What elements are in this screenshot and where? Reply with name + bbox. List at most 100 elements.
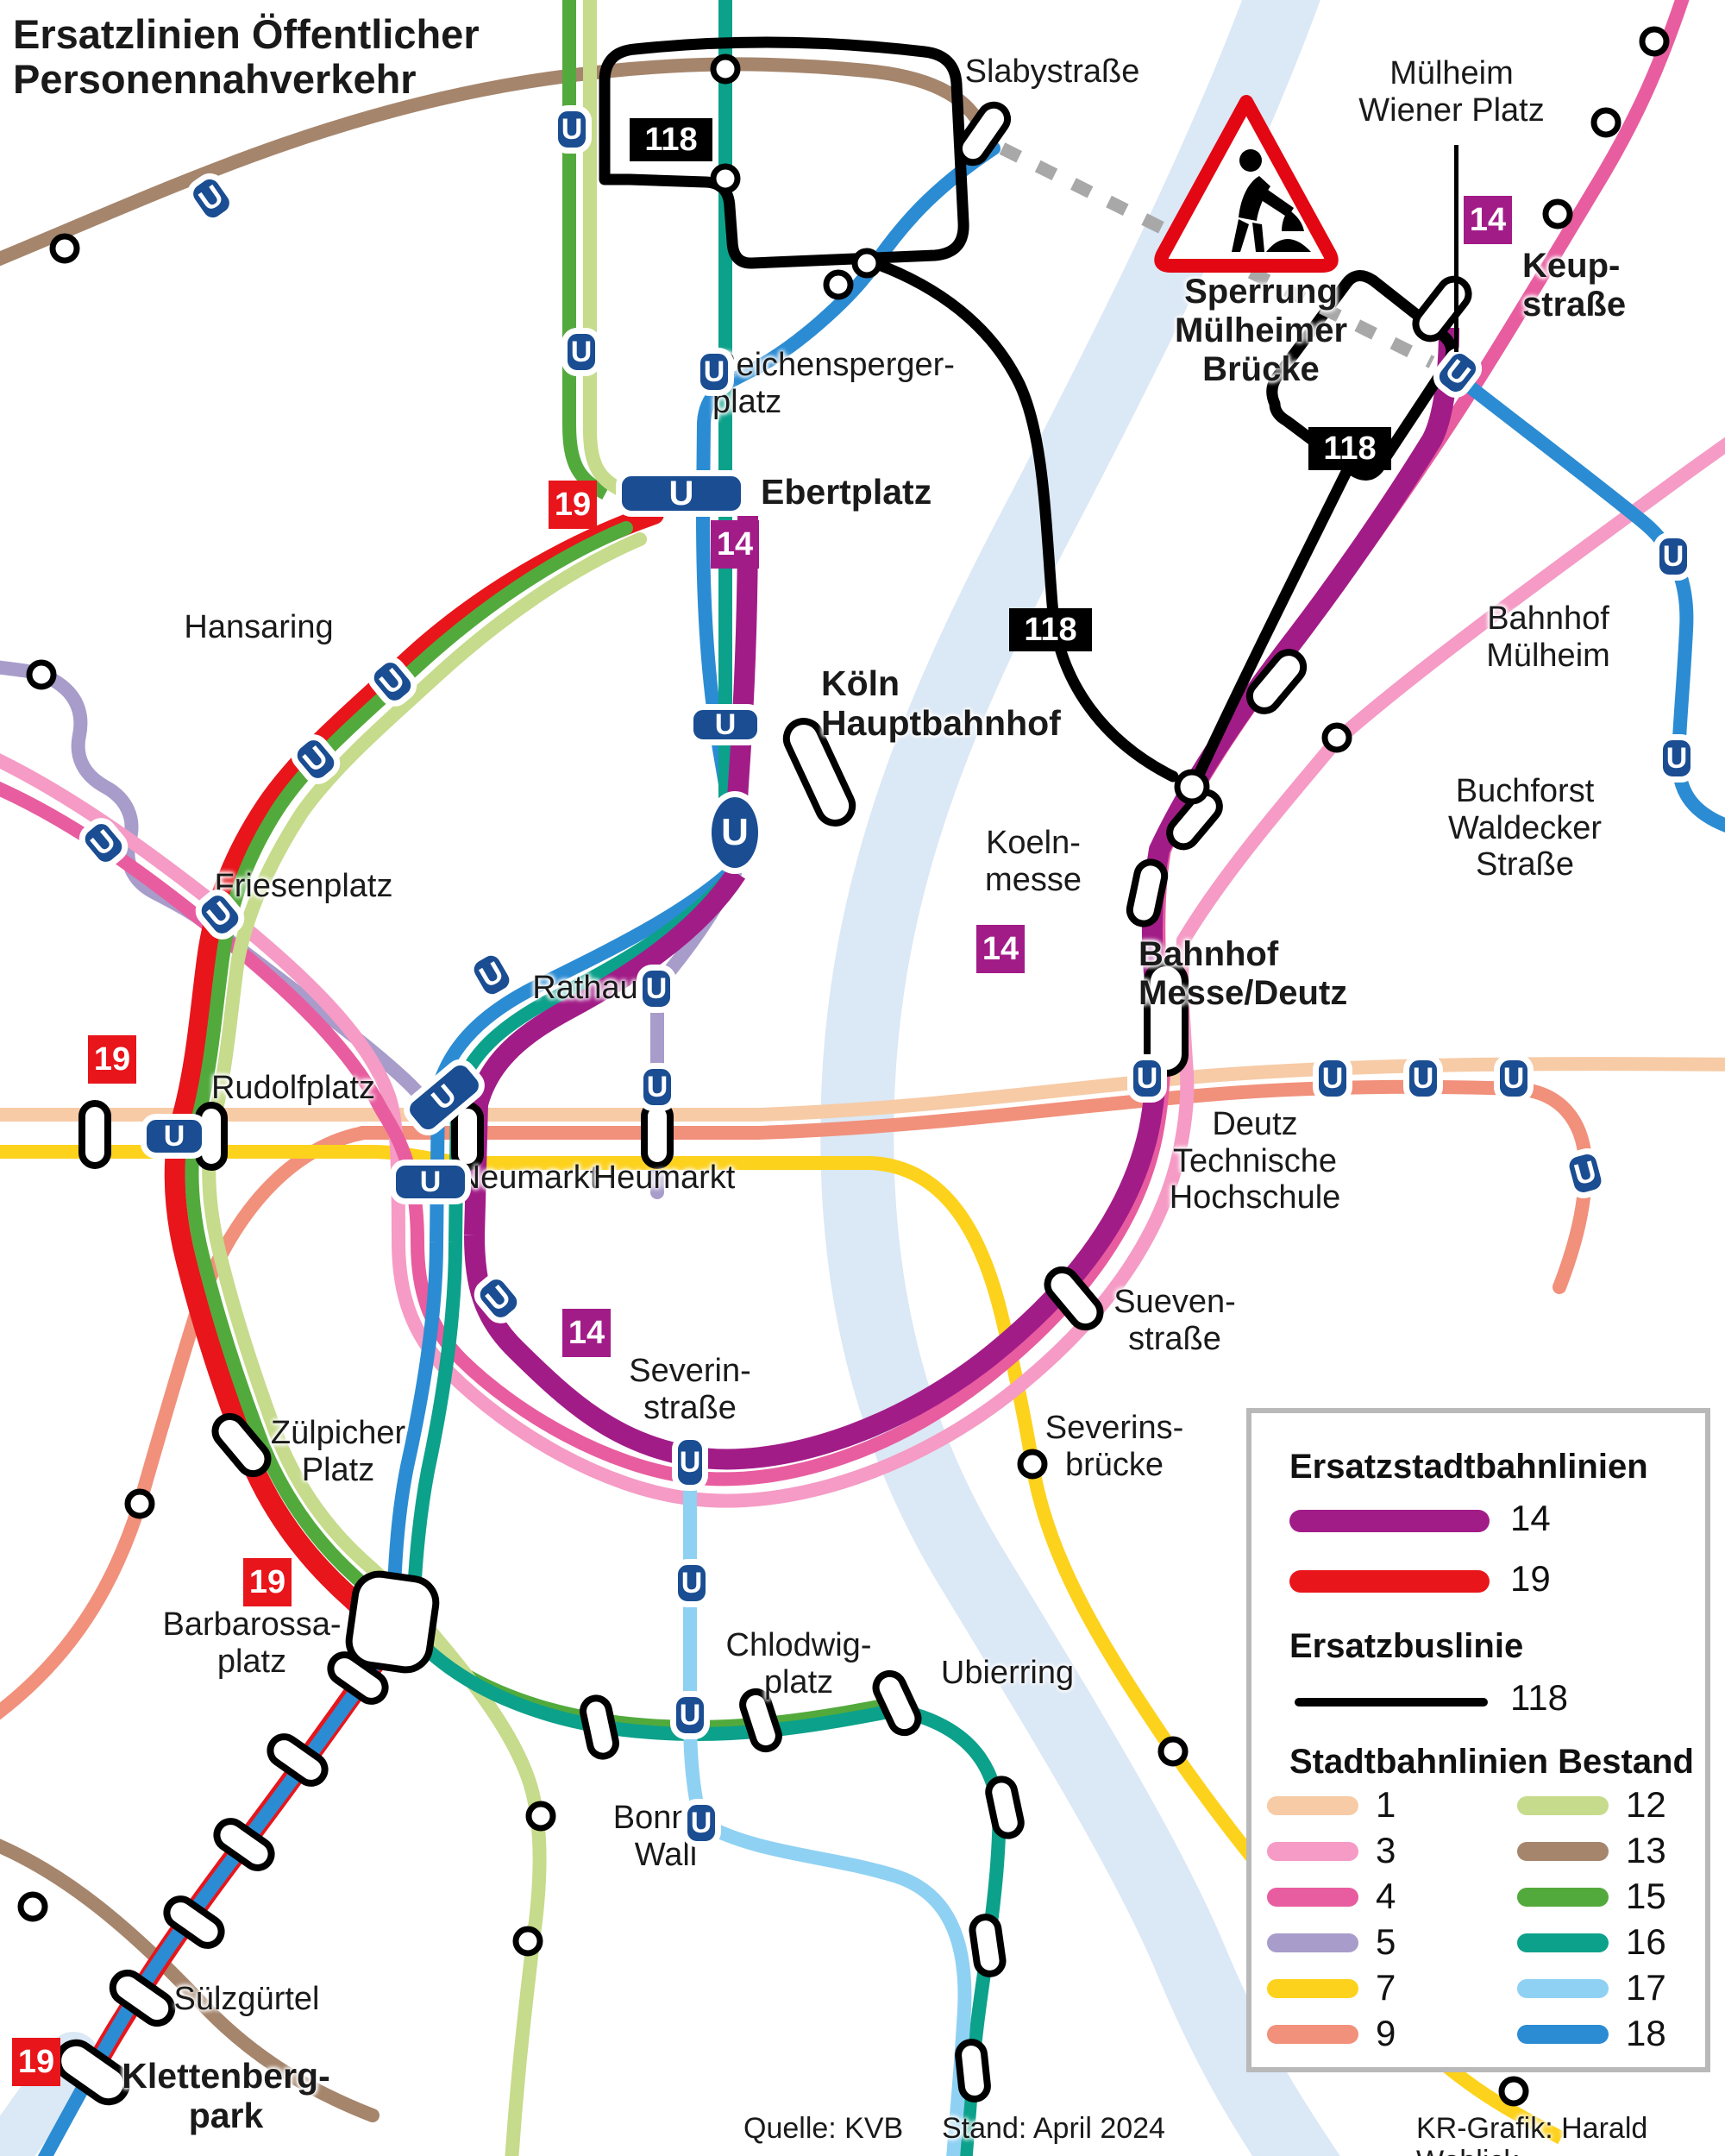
label-severinsbruecke: Severins- brücke — [1044, 1410, 1184, 1483]
legend-line-13-label: 13 — [1626, 1830, 1666, 1870]
station-pills — [54, 101, 1472, 2106]
u-station: U — [1403, 1054, 1443, 1103]
badge-14: 14 — [976, 925, 1025, 973]
footer-source: Quelle: KVB — [743, 2112, 904, 2145]
station-heumarkt: U — [637, 1063, 677, 1111]
legend-line-118-label: 118 — [1510, 1677, 1568, 1718]
station-reichenspergerplatz: U — [694, 348, 734, 396]
line-1 — [0, 1057, 1725, 1122]
pointer-muelheim-wiener-platz — [1454, 145, 1458, 352]
station-ebertplatz: U — [616, 470, 747, 517]
legend-heading-replacement-rail: Ersatzstadtbahnlinien — [1289, 1448, 1648, 1486]
label-bahnhof-muelheim: Bahnhof Mülheim — [1486, 600, 1610, 674]
badge-118: 118 — [1308, 427, 1391, 470]
label-rudolfplatz: Rudolfplatz — [210, 1070, 376, 1106]
station-rathaus: U — [637, 965, 676, 1013]
legend-line-9-label: 9 — [1376, 2013, 1396, 2053]
line-14-bundle — [464, 867, 746, 1236]
line-4-northwest — [0, 781, 424, 1243]
label-hansaring: Hansaring — [184, 609, 334, 645]
legend-line-1-swatch — [1267, 1796, 1358, 1815]
legend-line-13-swatch — [1517, 1842, 1609, 1861]
label-muelheim-wiener-platz: Mülheim Wiener Platz — [1358, 55, 1545, 129]
legend-line-15-swatch — [1517, 1888, 1609, 1907]
legend-line-18-swatch — [1517, 2025, 1609, 2044]
legend-line-17-label: 17 — [1626, 1967, 1666, 2008]
legend-line-19-label: 19 — [1510, 1558, 1551, 1599]
station-bonner-wall: U — [681, 1799, 721, 1847]
label-rathaus: Rathaus — [532, 970, 655, 1006]
label-bahnhof-messe-deutz: Bahnhof Messe/Deutz — [1138, 935, 1348, 1012]
legend-line-18-label: 18 — [1626, 2013, 1666, 2053]
legend-line-3-swatch — [1267, 1842, 1358, 1861]
legend-line-12-label: 12 — [1626, 1784, 1666, 1825]
label-klettenbergpark: Klettenberg- park — [122, 2056, 330, 2135]
u-station: U — [672, 1559, 712, 1607]
line-19 — [83, 504, 664, 2081]
line-118-diamond — [1266, 270, 1458, 481]
label-koelnmesse: Koeln- messe — [985, 825, 1082, 898]
line-9-southwest — [0, 1126, 366, 1720]
label-deutz-technische-hochschule: Deutz Technische Hochschule — [1169, 1106, 1341, 1216]
roadworks-warning-icon — [1154, 95, 1339, 273]
legend-line-19-swatch — [1289, 1570, 1490, 1593]
label-zuelpicher-platz: Zülpicher Platz — [270, 1415, 406, 1488]
legend-line-4-label: 4 — [1376, 1876, 1396, 1916]
footer-date: Stand: April 2024 — [942, 2112, 1165, 2145]
label-sperrung-muelheimer-bruecke: Sperrung Mülheimer Brücke — [1174, 273, 1348, 388]
line-18-bundle — [430, 864, 738, 1243]
badge-118: 118 — [630, 118, 712, 161]
label-suevenstrasse: Sueven- straße — [1113, 1284, 1236, 1357]
label-heumarkt: Heumarkt — [593, 1160, 736, 1196]
rhine-river — [820, 0, 1340, 2156]
legend-heading-replacement-bus: Ersatzbuslinie — [1289, 1627, 1524, 1665]
station-rudolfplatz: U — [141, 1114, 208, 1159]
legend-line-5-label: 5 — [1376, 1921, 1396, 1962]
legend-line-16-label: 16 — [1626, 1921, 1666, 1962]
label-buchforst-waldecker-strasse: Buchforst Waldecker Straße — [1447, 773, 1603, 883]
label-ebertplatz: Ebertplatz — [761, 472, 932, 512]
label-koeln-hauptbahnhof: Köln Hauptbahnhof — [821, 663, 1061, 743]
label-slabystrasse: Slabystraße — [964, 53, 1140, 90]
legend-line-1-label: 1 — [1376, 1784, 1396, 1825]
line-18-north — [696, 141, 1000, 521]
label-ubierring: Ubierring — [940, 1655, 1075, 1691]
u-station: U — [561, 328, 601, 376]
legend-line-14-label: 14 — [1510, 1498, 1551, 1538]
badge-19: 19 — [549, 481, 597, 529]
legend-line-17-swatch — [1517, 1979, 1609, 1998]
badge-14: 14 — [1464, 196, 1512, 244]
station-koeln-hauptbahnhof: U — [706, 791, 764, 874]
badge-19: 19 — [88, 1035, 136, 1084]
line-13-south — [0, 1839, 380, 2122]
badge-19: 19 — [12, 2038, 60, 2086]
line-16-south — [405, 1241, 462, 1636]
legend-line-7-swatch — [1267, 1979, 1358, 1998]
station-neumarkt: U — [390, 1160, 471, 1204]
legend-line-7-label: 7 — [1376, 1967, 1396, 2008]
u-station: U — [1313, 1054, 1352, 1103]
label-reichenspergerplatz: Reichensperger- platz — [712, 347, 955, 420]
legend-heading-existing: Stadtbahnlinien Bestand — [1289, 1743, 1694, 1781]
legend-line-118-swatch — [1295, 1698, 1488, 1707]
label-severinstrasse: Severin- straße — [629, 1353, 751, 1426]
badge-118: 118 — [1009, 608, 1092, 651]
u-station: U — [1653, 532, 1693, 581]
legend-line-16-swatch — [1517, 1933, 1609, 1952]
label-suelzguertel: Sülzgürtel — [173, 1981, 320, 2017]
legend: Ersatzstadtbahnlinien 14 19 Ersatzbuslin… — [1246, 1408, 1710, 2072]
label-keupstrasse: Keup- straße — [1522, 247, 1627, 324]
legend-line-3-label: 3 — [1376, 1830, 1396, 1870]
legend-line-9-swatch — [1267, 2025, 1358, 2044]
footer-credit: KR-Grafik: Harald Woblick — [1416, 2112, 1648, 2156]
legend-line-14-swatch — [1289, 1510, 1490, 1532]
minor-stops — [17, 26, 1670, 2107]
u-station: U — [1494, 1054, 1534, 1103]
u-station: U — [552, 105, 592, 154]
badge-14: 14 — [562, 1309, 611, 1357]
line-17 — [683, 1483, 972, 2156]
label-neumarkt: Neumarkt — [456, 1160, 599, 1196]
station-chlodwigplatz: U — [670, 1691, 710, 1739]
label-friesenplatz: Friesenplatz — [214, 868, 393, 904]
